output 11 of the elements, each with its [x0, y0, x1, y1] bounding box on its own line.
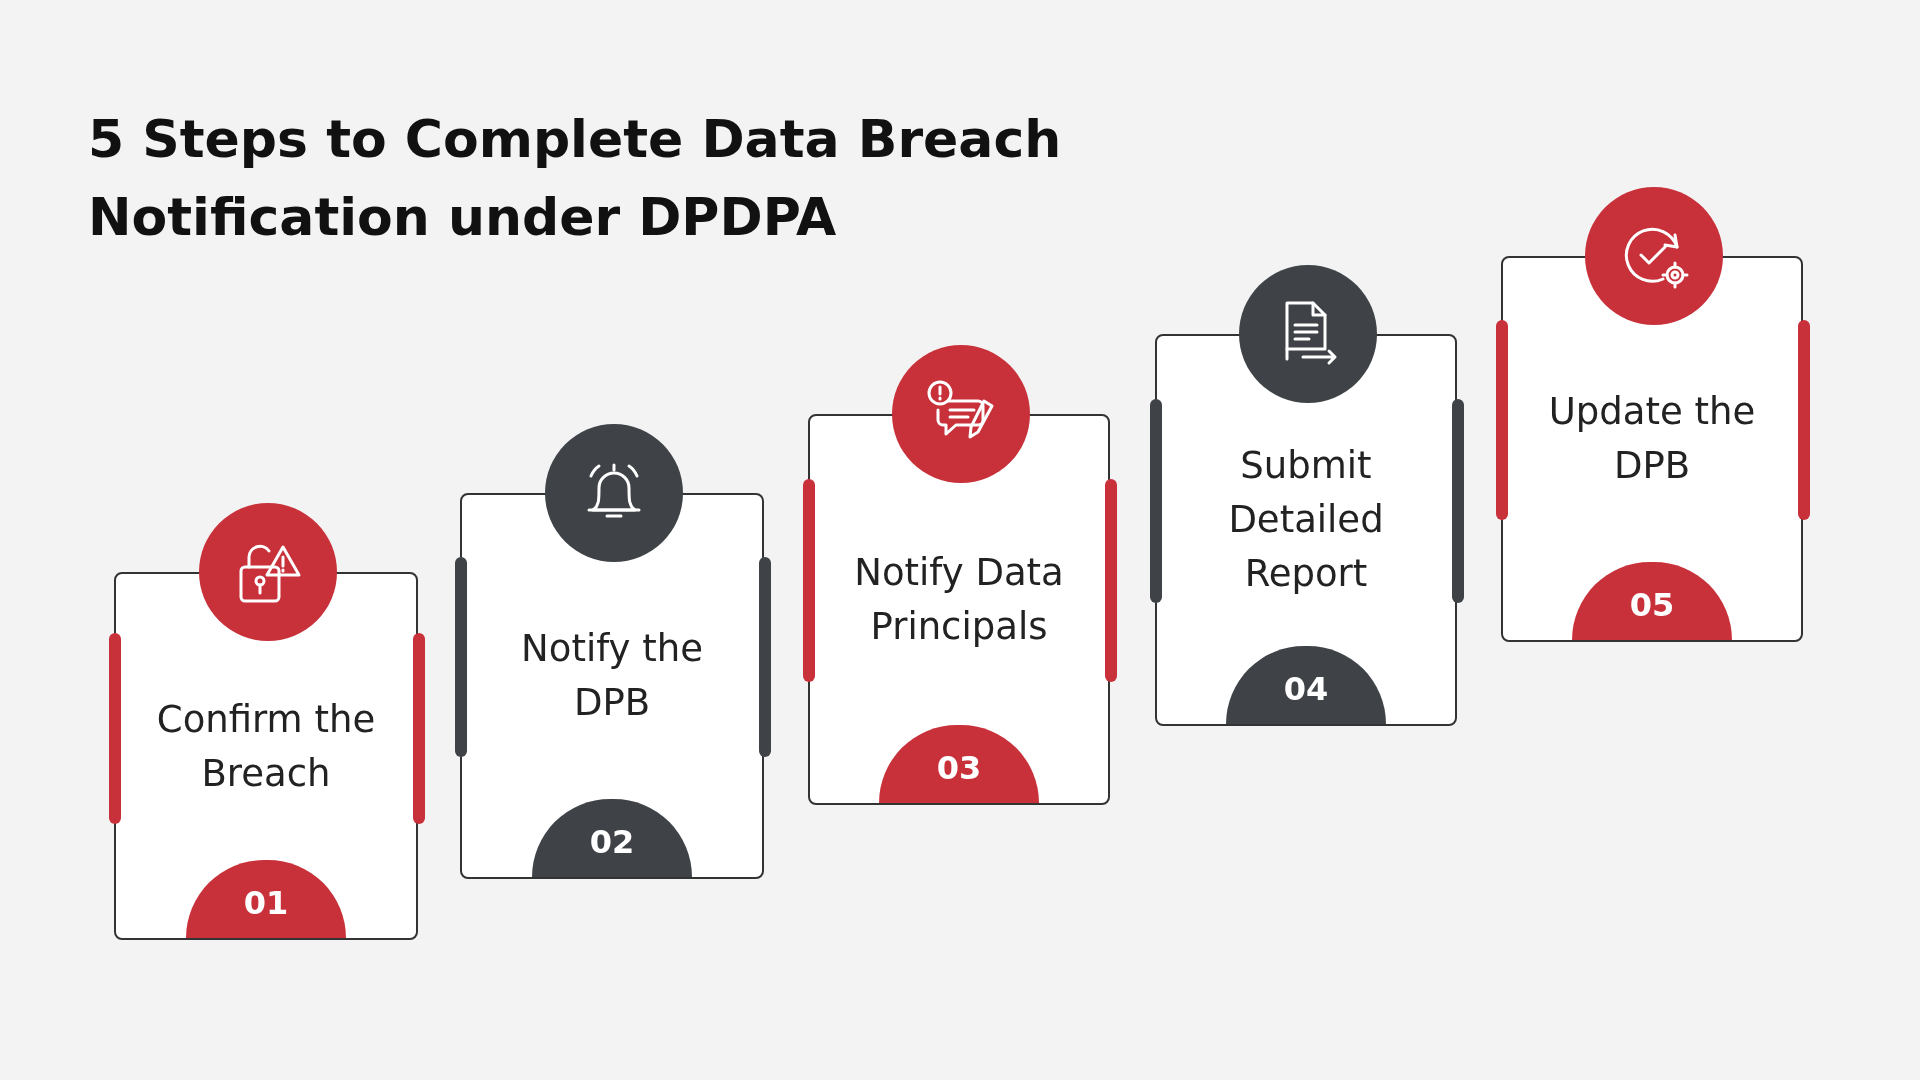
step-label: Notify Data Principals	[853, 549, 1065, 650]
step-number: 05	[1572, 562, 1732, 640]
title: 5 Steps to Complete Data Breach Notification under DPDPA	[88, 108, 1063, 249]
step-label: Submit Detailed Report	[1227, 443, 1385, 598]
step-label: Notify the DPB	[520, 626, 704, 727]
step-number: 04	[1226, 646, 1386, 724]
step-label: Update the DPB	[1547, 389, 1757, 490]
step-number: 01	[186, 860, 346, 938]
step-number: 03	[879, 725, 1039, 803]
step-label: Confirm the Breach	[156, 696, 376, 797]
step-number: 02	[532, 799, 692, 877]
